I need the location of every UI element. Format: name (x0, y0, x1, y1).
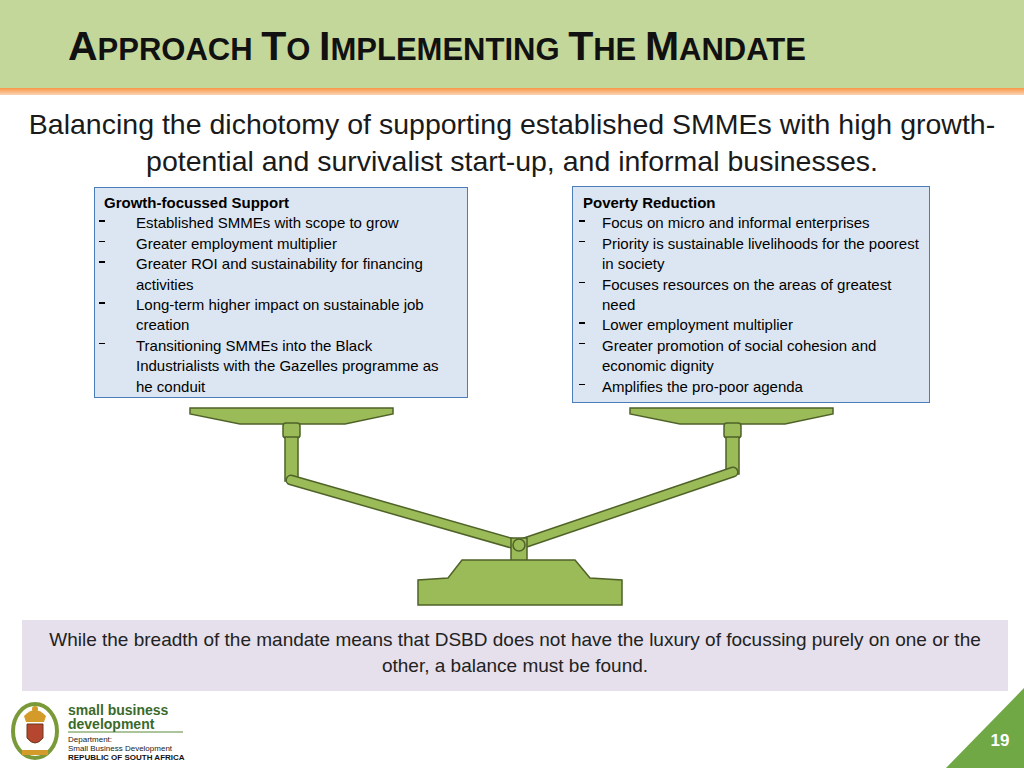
title-capital: A (68, 23, 98, 69)
title-capital: I (319, 23, 330, 69)
bullet-row: Long-term higher impact on sustainable j… (104, 295, 459, 336)
bullet-row: Transitioning SMMEs into the Black Indus… (104, 336, 459, 397)
scale-post (511, 538, 527, 562)
box-heading: Poverty Reduction (583, 193, 923, 213)
logo-country: REPUBLIC OF SOUTH AFRICA (68, 753, 185, 762)
title-capital: T (261, 23, 286, 69)
note-text: While the breadth of the mandate means t… (36, 627, 994, 679)
bullet-row: Amplifies the pro-poor agenda (583, 377, 923, 397)
arms-sun (32, 706, 38, 712)
growth-support-box: Growth-focussed SupportEstablished SMMEs… (94, 187, 468, 398)
scale-beam (291, 472, 733, 545)
bullet-dash (579, 343, 585, 345)
scale-beam-outline (291, 472, 733, 545)
note-band: While the breadth of the mandate means t… (22, 620, 1008, 691)
bullet-dash (99, 261, 105, 263)
logo-department: Small Business Development (68, 744, 172, 753)
arms-ribbon (22, 750, 48, 755)
title-letters: HE (593, 32, 636, 67)
bullet-row: Lower employment multiplier (583, 315, 923, 335)
bullet-text: Focuses resources on the areas of greate… (602, 276, 891, 313)
title-letters: O (286, 32, 310, 67)
bullet-dash (579, 241, 585, 243)
scale-base (418, 560, 622, 605)
bullet-text: Priority is sustainable livelihoods for … (602, 235, 919, 272)
bullet-text: Greater employment multiplier (136, 235, 337, 252)
scale-knob (283, 423, 300, 438)
bullet-row: Greater employment multiplier (104, 234, 459, 254)
title-underline (0, 88, 1024, 95)
title-letters: MPLEMENTING (330, 32, 559, 67)
bullet-dash (579, 322, 585, 324)
arms-wreath (13, 704, 57, 758)
scale-pivot (513, 539, 525, 551)
poverty-reduction-box: Poverty ReductionFocus on micro and info… (572, 186, 930, 403)
coat-of-arms (13, 704, 57, 758)
scale-rod (285, 437, 298, 481)
bullet-dash (579, 282, 585, 284)
scale-pan (190, 408, 393, 424)
box-heading: Growth-focussed Support (104, 193, 459, 213)
bullet-text: Focus on micro and informal enterprises (602, 214, 870, 231)
bullet-text: Transitioning SMMEs into the Black Indus… (136, 337, 439, 395)
bullet-row: Greater ROI and sustainability for finan… (104, 254, 459, 295)
bullet-row: Focuses resources on the areas of greate… (583, 275, 923, 316)
bullet-row: Priority is sustainable livelihoods for … (583, 234, 923, 275)
bullet-text: Greater promotion of social cohesion and… (602, 337, 876, 374)
bullet-text: Greater ROI and sustainability for finan… (136, 255, 423, 292)
bullet-dash (99, 302, 105, 304)
title-letters: PPROACH (98, 32, 253, 67)
bullet-row: Focus on micro and informal enterprises (583, 213, 923, 233)
logo-department: Department: (68, 735, 112, 744)
page-corner (946, 688, 1024, 768)
bullet-dash (99, 220, 105, 222)
page-number: 19 (984, 731, 1016, 751)
bullet-dash (579, 220, 585, 222)
slide-title: APPROACH TO IMPLEMENTING THE MANDATE (68, 24, 806, 72)
bullet-dash (579, 384, 585, 386)
bullet-row: Established SMMEs with scope to grow (104, 213, 459, 233)
logo-wordmark: small business (68, 702, 168, 718)
bullet-dash (99, 241, 105, 243)
title-letters: ANDATE (679, 32, 806, 67)
scale-knob (724, 423, 741, 438)
logo-wordmark: development (68, 716, 154, 732)
arms-shield (27, 724, 43, 743)
bullet-text: Established SMMEs with scope to grow (136, 214, 399, 231)
subtitle: Balancing the dichotomy of supporting es… (22, 106, 1002, 180)
bullet-text: Amplifies the pro-poor agenda (602, 378, 803, 395)
bullet-row: Greater promotion of social cohesion and… (583, 336, 923, 377)
scale-pan (630, 408, 833, 424)
title-capital: T (568, 23, 593, 69)
title-capital: M (645, 23, 679, 69)
bullet-text: Long-term higher impact on sustainable j… (136, 296, 424, 333)
bullet-text: Lower employment multiplier (602, 316, 793, 333)
bullet-dash (99, 343, 105, 345)
